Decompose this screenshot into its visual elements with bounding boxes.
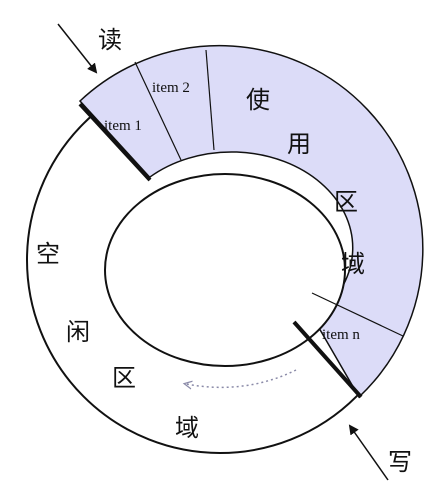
itemn-label: item n — [322, 327, 360, 343]
item2-label: item 2 — [152, 80, 190, 96]
write-label: 写 — [388, 448, 412, 476]
used-region — [78, 44, 424, 399]
used-char-4: 域 — [341, 250, 365, 278]
arrow-down-right-icon — [57, 23, 98, 74]
dotted-curved-arrow-icon — [186, 369, 297, 387]
free-char-1: 空 — [36, 240, 60, 268]
free-char-4: 域 — [175, 414, 199, 442]
free-char-3: 区 — [112, 364, 136, 392]
write-pointer-line — [292, 320, 363, 399]
used-char-1: 使 — [246, 86, 270, 114]
free-char-2: 闲 — [66, 318, 90, 346]
divider-item1-item2 — [134, 61, 182, 161]
used-char-3: 区 — [334, 188, 358, 216]
read-pointer-line — [78, 102, 152, 182]
ring-inner — [104, 173, 346, 367]
item1-label: item 1 — [104, 118, 142, 134]
arrow-up-left-icon — [348, 424, 389, 481]
read-label: 读 — [98, 26, 122, 54]
used-char-2: 用 — [287, 130, 311, 158]
divider-item2-used — [205, 49, 215, 151]
divider-used-itemn — [311, 292, 404, 337]
